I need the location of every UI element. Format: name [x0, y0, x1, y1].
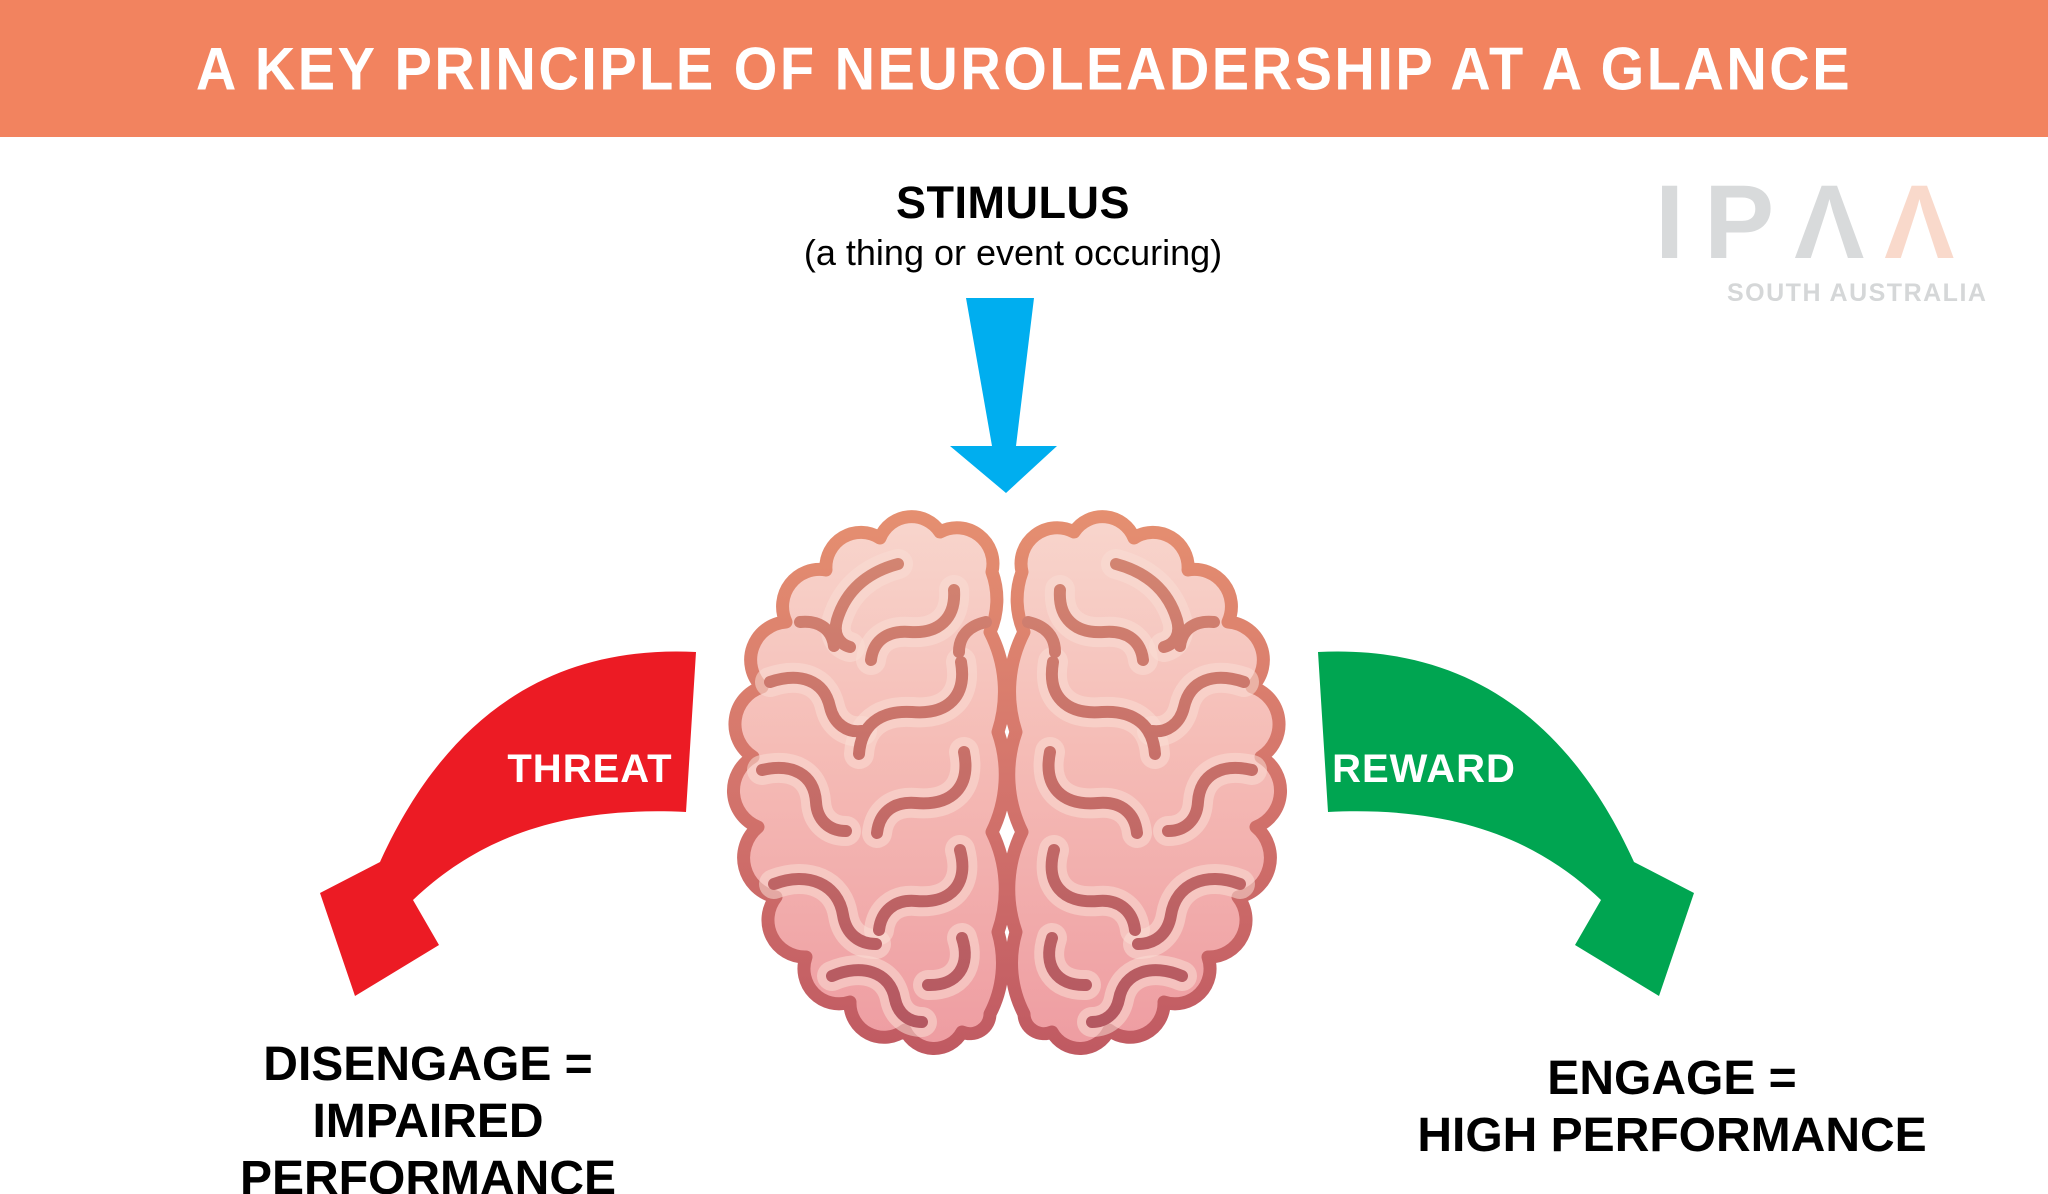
- threat-label: THREAT: [507, 747, 673, 791]
- stimulus-block: STIMULUS (a thing or event occuring): [763, 176, 1263, 276]
- ipaa-subtext: SOUTH AUSTRALIA: [1727, 279, 1988, 307]
- reward-outcome-text: ENGAGE = HIGH PERFORMANCE: [1362, 1050, 1982, 1164]
- reward-outcome-line1: ENGAGE =: [1547, 1052, 1797, 1105]
- reward-outcome-line2: HIGH PERFORMANCE: [1417, 1109, 1927, 1162]
- banner: A KEY PRINCIPLE OF NEUROLEADERSHIP AT A …: [0, 0, 2048, 137]
- stimulus-label: STIMULUS: [896, 177, 1130, 228]
- threat-outcome-text: DISENGAGE = IMPAIRED PERFORMANCE: [118, 1036, 738, 1194]
- brain-left-hemisphere: [726, 510, 1012, 1055]
- threat-arrow-icon: [320, 651, 696, 996]
- ipaa-wordmark-accent: Λ: [1884, 164, 1975, 281]
- ipaa-wordmark: IPΛΛ: [1655, 170, 2015, 275]
- reward-arrow-icon: [1318, 651, 1694, 996]
- threat-outcome-line2: IMPAIRED PERFORMANCE: [239, 1095, 616, 1194]
- page-title: A KEY PRINCIPLE OF NEUROLEADERSHIP AT A …: [195, 34, 1853, 103]
- reward-label: REWARD: [1332, 747, 1516, 791]
- brain-sulci-lines: [756, 558, 992, 1028]
- stimulus-down-arrow-icon: [950, 298, 1057, 493]
- brain-illustration: [726, 510, 1281, 1055]
- brain-right-hemisphere: [1009, 517, 1281, 1049]
- ipaa-wordmark-gray: IPΛ: [1655, 164, 1885, 281]
- ipaa-logo: IPΛΛ SOUTH AUSTRALIA: [1655, 170, 2015, 308]
- threat-outcome-line1: DISENGAGE =: [263, 1038, 593, 1091]
- stimulus-sublabel: (a thing or event occuring): [803, 232, 1223, 273]
